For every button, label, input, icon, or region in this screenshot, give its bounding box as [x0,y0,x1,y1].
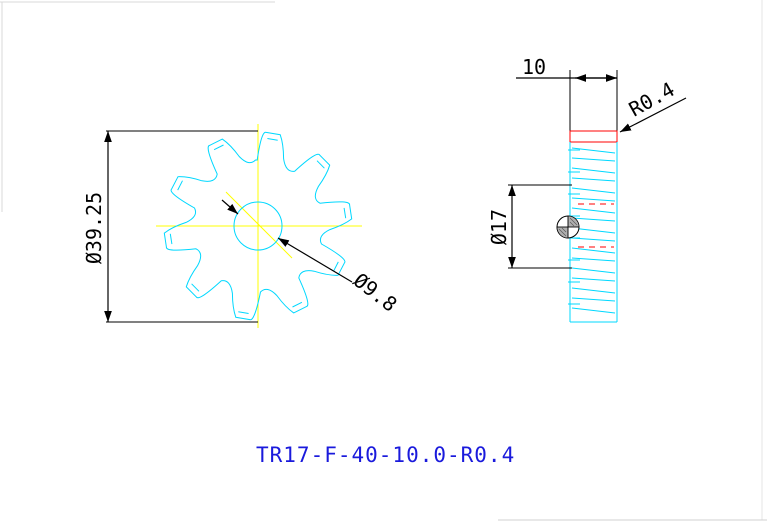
face-width-label: 10 [522,55,546,79]
gear-tooth-outline [163,131,353,321]
gear-tooth-tip-line [238,311,249,314]
side-helix-line [571,297,616,302]
gear-profile [163,131,353,321]
side-helix-line [571,157,616,162]
gear-front-view: Ø39.25 Ø9.8 [82,124,402,328]
gear-tooth-tip-line [177,180,183,191]
side-helix-line [571,207,616,214]
gear-tooth-tip-line [292,301,303,308]
gear-tooth-tip-line [191,283,200,292]
gear-tooth-tip-line [343,207,347,219]
side-helix-line [571,217,616,222]
side-helix-line [571,147,616,154]
bore-leader-arrow-top [221,199,239,215]
center-line-diagonal [225,191,293,259]
gear-tooth-tip-line [316,160,325,169]
bore-leader-line [277,237,353,283]
side-helix-line [571,277,616,282]
bore-circle [233,201,283,251]
side-helix-line [571,167,616,174]
part-number: TR17-F-40-10.0-R0.4 [256,443,515,467]
gear-tooth-tip-line [169,233,173,245]
side-helix-line [571,307,616,314]
side-helix-line [571,177,616,182]
side-helix-line [571,187,616,194]
side-top-chamfer [569,130,618,143]
side-helix-line [571,197,616,202]
section-symbol [556,215,580,239]
bore-diameter-label: Ø9.8 [349,268,402,317]
radius-label: R0.4 [625,77,679,121]
radius-leader-line [619,97,687,133]
gear-tooth-tip-line [267,138,278,141]
side-helix-line [571,257,616,262]
gear-side-view: 10 R0.4 Ø17 [487,55,687,323]
side-helix-line [571,247,616,254]
gear-tooth-tip-line [333,261,339,272]
pitch-diameter-label: Ø17 [487,209,511,245]
outer-diameter-label: Ø39.25 [82,192,106,264]
gear-tooth-tip-line [213,144,224,151]
side-helix-line [571,287,616,294]
side-helix-line [571,267,616,274]
